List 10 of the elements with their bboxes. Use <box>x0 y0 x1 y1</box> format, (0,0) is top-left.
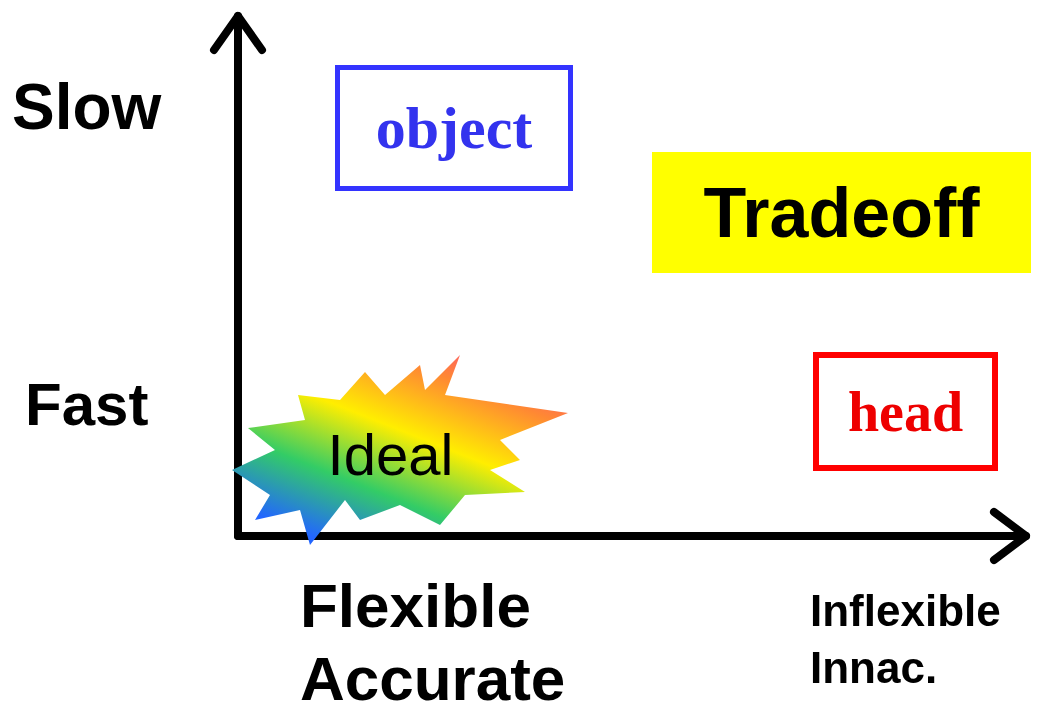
axis-label: Inflexible Innac. <box>810 585 1002 695</box>
axis-label: Fast <box>25 372 149 438</box>
outlined-box <box>813 352 998 471</box>
outlined-box <box>335 65 573 191</box>
axis-label: Slow <box>12 72 162 143</box>
node-label: head <box>847 383 964 440</box>
node-label: Ideal <box>327 422 454 487</box>
node-label: Tradeoff <box>703 177 980 248</box>
highlight-box <box>652 152 1031 273</box>
axis-label: Flexible Accurate <box>300 570 567 715</box>
